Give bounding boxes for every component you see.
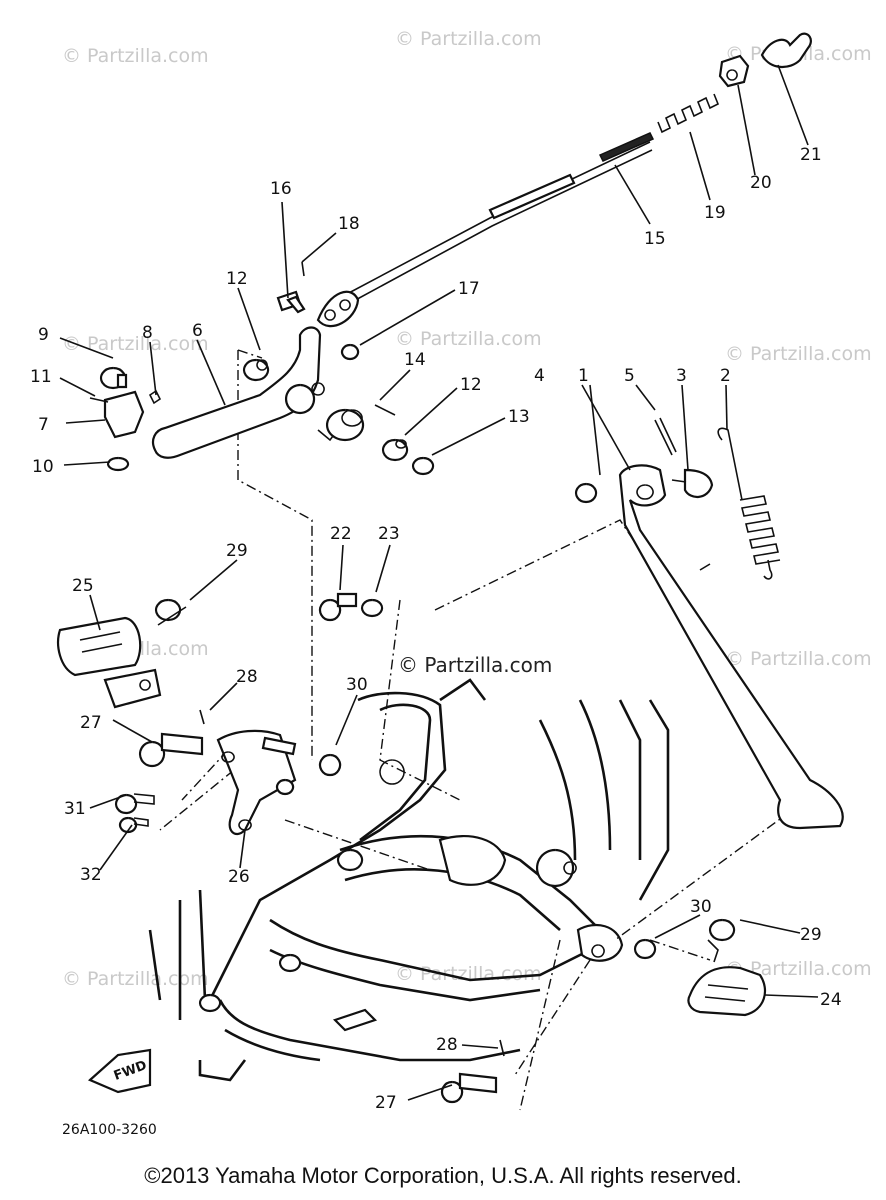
leader-lines xyxy=(59,64,819,1101)
callout-label: 15 xyxy=(644,229,666,249)
callout-label: 27 xyxy=(375,1093,397,1113)
washer xyxy=(341,343,360,361)
rod-spring xyxy=(657,93,720,134)
footrest-spring xyxy=(154,598,187,626)
callout-label: 18 xyxy=(338,214,360,234)
bolt-22 xyxy=(318,592,358,622)
watermark: © Partzilla.com xyxy=(62,45,209,67)
callout-label: 28 xyxy=(236,667,258,687)
copyright-notice: ©2013 Yamaha Motor Corporation, U.S.A. A… xyxy=(144,1163,741,1188)
washer-30 xyxy=(318,753,342,777)
callout-label: 28 xyxy=(436,1035,458,1055)
footrest-bracket xyxy=(216,729,297,836)
callout-label: 2 xyxy=(720,366,731,386)
callout-label: 16 xyxy=(270,179,292,199)
diagram-code: 26A100-3260 xyxy=(62,1122,157,1138)
footrest-left xyxy=(57,616,162,709)
watermark: © Partzilla.com xyxy=(395,328,542,350)
stand-spring xyxy=(717,427,781,580)
frame-assembly xyxy=(148,678,670,1082)
split-pin xyxy=(199,709,205,725)
collar xyxy=(242,358,270,382)
callout-label: 22 xyxy=(330,524,352,544)
callout-label: 26 xyxy=(228,867,250,887)
fwd-arrow-icon: FWD xyxy=(87,1048,152,1094)
watermark: © Partzilla.com xyxy=(725,648,872,670)
callout-label: 30 xyxy=(346,675,368,695)
callout-label: 21 xyxy=(800,145,822,165)
callout-label: 1 xyxy=(578,366,589,386)
cotter-pin xyxy=(654,417,677,456)
side-stand xyxy=(618,464,844,830)
watermark: © Partzilla.com xyxy=(725,343,872,365)
callout-label: 6 xyxy=(192,321,203,341)
wing-nut xyxy=(760,32,812,68)
callout-label: 29 xyxy=(226,541,248,561)
footrest-pin-right xyxy=(440,1072,498,1104)
callout-label: 11 xyxy=(30,367,52,387)
callout-label: 7 xyxy=(38,415,49,435)
footrest-right xyxy=(687,966,767,1017)
pivot-bolt xyxy=(276,261,306,314)
callout-label: 12 xyxy=(226,269,248,289)
nut-23 xyxy=(360,598,384,618)
callout-label: 24 xyxy=(820,990,842,1010)
callout-label: 23 xyxy=(378,524,400,544)
callout-label: 13 xyxy=(508,407,530,427)
watermark: © Partzilla.com xyxy=(395,28,542,50)
watermark: © Partzilla.com xyxy=(725,958,872,980)
callout-labels: 1 2 3 4 5 6 7 8 9 10 11 12 12 13 14 15 1… xyxy=(30,145,842,1113)
center-watermark: © Partzilla.com xyxy=(398,653,552,677)
callout-label: 14 xyxy=(404,350,426,370)
callout-label: 25 xyxy=(72,576,94,596)
callout-label: 27 xyxy=(80,713,102,733)
lower-collar xyxy=(381,438,435,476)
adjust-nut xyxy=(718,54,750,88)
return-spring xyxy=(317,404,396,442)
watermark: © Partzilla.com xyxy=(62,968,209,990)
callout-label: 9 xyxy=(38,325,49,345)
washer-30-right xyxy=(633,938,657,960)
footrest-spring-right xyxy=(707,918,736,963)
callout-label: 10 xyxy=(32,457,54,477)
callout-label: 3 xyxy=(676,366,687,386)
callout-label: 5 xyxy=(624,366,635,386)
callout-label: 19 xyxy=(704,203,726,223)
flange-bolt-2 xyxy=(119,816,149,834)
callout-label: 17 xyxy=(458,279,480,299)
callout-label: 29 xyxy=(800,925,822,945)
stand-bolt xyxy=(671,468,714,498)
callout-label: 20 xyxy=(750,173,772,193)
watermark: © Partzilla.com xyxy=(62,333,209,355)
pedal-tip-parts xyxy=(89,366,162,472)
watermark: © Partzilla.com xyxy=(395,963,542,985)
callout-label: 4 xyxy=(534,366,545,386)
callout-label: 8 xyxy=(142,323,153,343)
brake-rod xyxy=(316,132,655,328)
footrest-pin xyxy=(138,732,204,768)
callout-label: 30 xyxy=(690,897,712,917)
callout-label: 32 xyxy=(80,865,102,885)
callout-label: 31 xyxy=(64,799,86,819)
brake-pedal xyxy=(151,326,325,459)
split-pin-right xyxy=(499,1039,505,1057)
stand-collar xyxy=(574,482,598,504)
callout-label: 12 xyxy=(460,375,482,395)
